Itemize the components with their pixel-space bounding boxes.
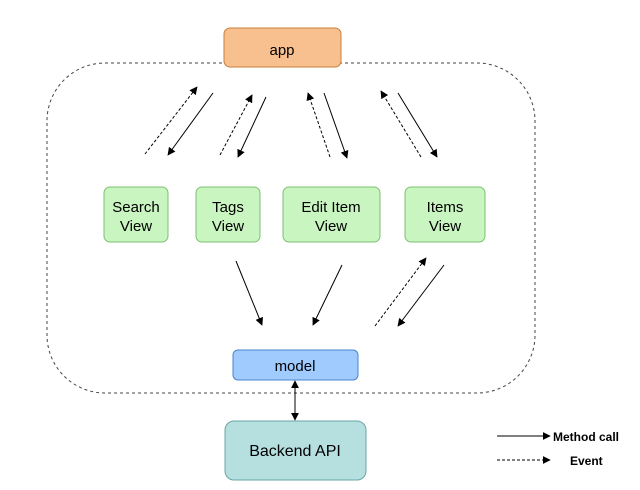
- legend-method-call-label: Method call: [553, 430, 619, 444]
- tags-view-method-arrow: [237, 96, 267, 158]
- model-to-items-view-event-arrow: [374, 257, 427, 327]
- edit-item-view-label-line1: Edit Item: [301, 199, 360, 216]
- backend-api-label: Backend API: [249, 443, 341, 460]
- search-view-method-arrow: [167, 92, 214, 156]
- items-view-box: [404, 186, 486, 243]
- items-view-event-arrow: [380, 90, 422, 158]
- edit-item-view-box: [282, 186, 381, 243]
- items-view-label-line2: View: [429, 218, 461, 235]
- app-label: app: [269, 42, 294, 59]
- backend-api-box: [224, 420, 367, 481]
- edit-item-view-to-model-arrow: [312, 264, 343, 326]
- edit-item-view-label-line2: View: [315, 218, 347, 235]
- search-view-event-arrow: [144, 86, 198, 155]
- tags-view-event-arrow: [219, 94, 253, 156]
- items-view-method-arrow: [397, 92, 438, 158]
- backend-api-node: Backend API: [224, 420, 367, 481]
- model-box: [232, 349, 359, 381]
- search-view-node: Search View: [103, 186, 169, 243]
- tags-view-label-line2: View: [212, 218, 244, 235]
- edit-item-view-event-arrow: [306, 92, 331, 158]
- items-view-label-line1: Items: [427, 199, 464, 216]
- search-view-box: [103, 186, 169, 243]
- edit-item-view-method-arrow: [323, 92, 349, 159]
- tags-view-box: [195, 186, 261, 243]
- tags-view-label-line1: Tags: [212, 199, 244, 216]
- search-view-label-line1: Search: [112, 199, 160, 216]
- tags-view-node: Tags View: [195, 186, 261, 243]
- app-box: [223, 27, 342, 68]
- items-view-node: Items View: [404, 186, 486, 243]
- items-view-to-model-method-arrow: [397, 264, 445, 327]
- app-node: app: [223, 27, 342, 68]
- model-label: model: [275, 358, 316, 375]
- tags-view-to-model-arrow: [235, 260, 263, 326]
- search-view-label-line2: View: [120, 218, 152, 235]
- model-node: model: [232, 349, 359, 381]
- legend: Method call Event: [497, 430, 619, 468]
- legend-event-label: Event: [570, 454, 603, 468]
- edit-item-view-node: Edit Item View: [282, 186, 381, 243]
